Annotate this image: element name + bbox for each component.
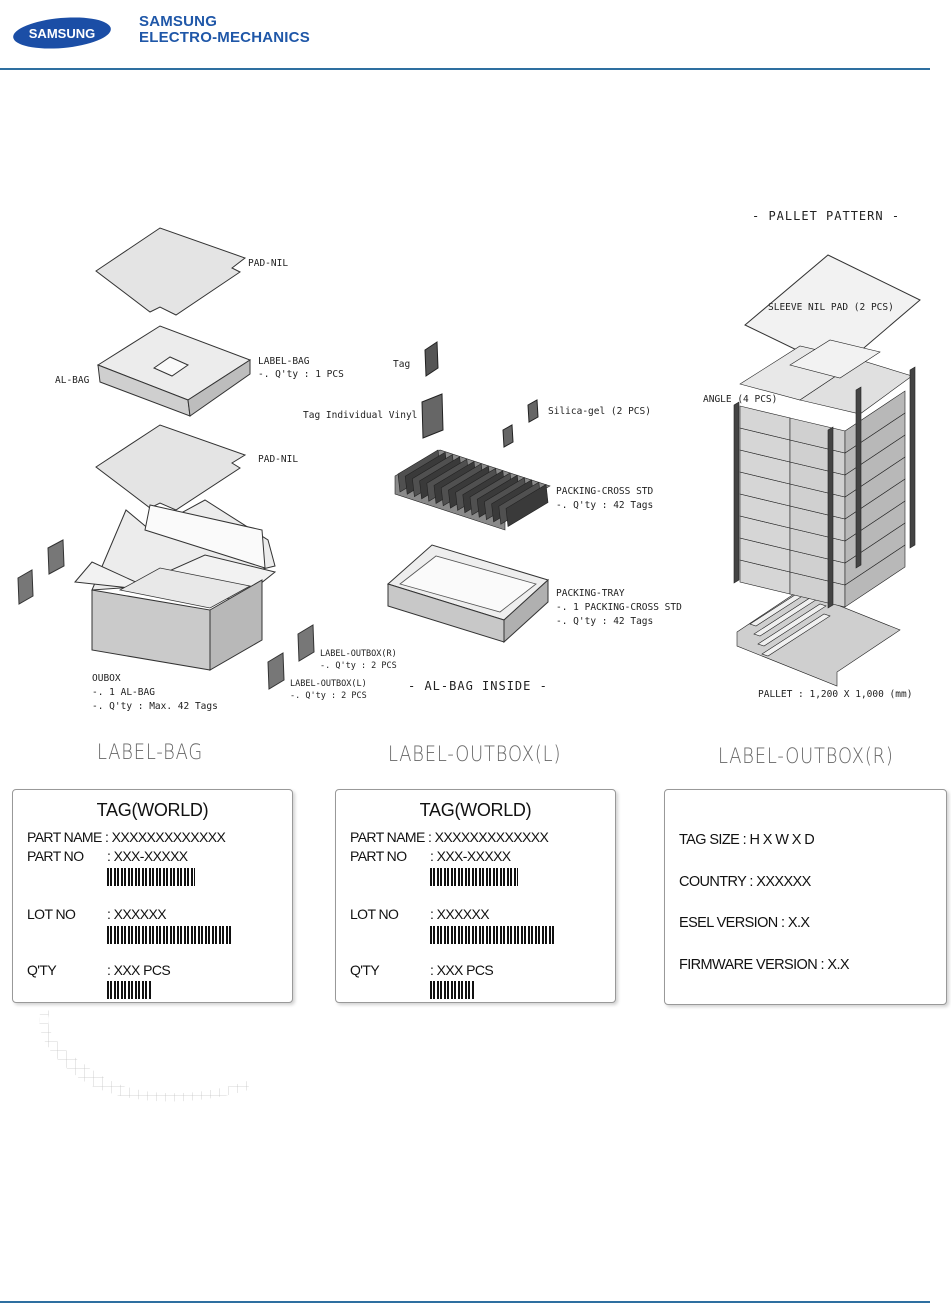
lot-no-row: LOT NO : XXXXXX: [350, 906, 490, 922]
label-packing-tray-line2: -. Q'ty : 42 Tags: [556, 616, 653, 627]
qty-value: : XXX PCS: [107, 962, 171, 978]
qty-row: Q'TY : XXX PCS: [27, 962, 171, 978]
label-outbox-l-qty: -. Q'ty : 2 PCS: [290, 691, 367, 701]
footer-rule: [0, 1301, 930, 1303]
lot-no-value: : XXXXXX: [107, 906, 167, 922]
part-no-row: PART NO : XXX-XXXXX: [350, 848, 511, 864]
label-label-bag-qty: -. Q'ty : 1 PCS: [258, 369, 344, 380]
qty-barcode: [107, 981, 151, 999]
silica-gel-1: [527, 399, 539, 423]
card-heading: TAG(WORLD): [96, 800, 209, 820]
al-bag-illustration: [96, 325, 252, 417]
packing-tray-illustration: [387, 544, 549, 644]
label-packing-cross: PACKING-CROSS STD: [556, 486, 654, 497]
part-no-barcode: [107, 868, 195, 886]
lot-no-barcode: [430, 926, 556, 944]
part-name-row: PART NAME : XXXXXXXXXXXXX: [27, 829, 226, 845]
label-angle: ANGLE (4 PCS): [703, 394, 777, 405]
label-outbox-l-sticker: [267, 652, 285, 690]
label-oubox: OUBOX: [92, 673, 121, 684]
angle-post: [909, 366, 916, 549]
qty-row: Q'TY : XXX PCS: [350, 962, 494, 978]
part-no-value: : XXX-XXXXX: [430, 848, 511, 864]
label-al-bag: AL-BAG: [55, 375, 90, 386]
logo-text: SAMSUNG: [29, 26, 95, 41]
label-oubox-line1: -. 1 AL-BAG: [92, 687, 155, 698]
qty-label: Q'TY: [27, 962, 57, 978]
country-row: COUNTRY : XXXXXX: [679, 874, 811, 890]
lot-no-barcode: [107, 926, 233, 944]
firmware-version-row: FIRMWARE VERSION : X.X: [679, 957, 850, 973]
label-bag-title: LABEL-BAG: [97, 740, 204, 764]
label-outbox-r-qty: -. Q'ty : 2 PCS: [320, 661, 397, 671]
silica-gel-2: [502, 424, 514, 448]
label-silica-gel: Silica-gel (2 PCS): [548, 406, 651, 417]
label-tag: Tag: [393, 359, 410, 370]
label-bag-card: TAG(WORLD) PART NAME : XXXXXXXXXXXXX PAR…: [12, 789, 293, 1003]
packing-cross-fin: [505, 484, 549, 527]
brand-line-1: SAMSUNG: [139, 13, 218, 30]
part-name-row: PART NAME : XXXXXXXXXXXXX: [350, 829, 549, 845]
brand-line-2: ELECTRO-MECHANICS: [139, 29, 310, 46]
watermark-swoosh: [39, 1010, 250, 1102]
header-rule: [0, 68, 930, 70]
card-heading: TAG(WORLD): [419, 800, 532, 820]
qty-label: Q'TY: [350, 962, 380, 978]
label-sleeve: SLEEVE NIL PAD (2 PCS): [768, 302, 894, 313]
pallet-base: [736, 589, 901, 687]
label-oubox-line2: -. Q'ty : Max. 42 Tags: [92, 701, 218, 712]
box-top-3: [789, 339, 881, 379]
pallet-pattern-title: - PALLET PATTERN -: [752, 209, 900, 223]
pad-nil-bottom-illustration: [95, 424, 247, 511]
part-no-value: : XXX-XXXXX: [107, 848, 188, 864]
label-outbox-l-card: TAG(WORLD) PART NAME : XXXXXXXXXXXXX PAR…: [335, 789, 616, 1003]
pallet-illustration: [733, 254, 921, 687]
part-no-label: PART NO: [350, 848, 407, 864]
label-packing-tray: PACKING-TRAY: [556, 588, 625, 599]
pallet-slat: [761, 613, 831, 657]
qty-value: : XXX PCS: [430, 962, 494, 978]
label-pallet: PALLET : 1,200 X 1,000 (mm): [758, 689, 912, 700]
label-outbox-r: LABEL-OUTBOX(R): [320, 649, 397, 659]
lot-no-value: : XXXXXX: [430, 906, 490, 922]
label-outbox-r-sticker: [297, 624, 315, 662]
lot-no-row: LOT NO : XXXXXX: [27, 906, 167, 922]
brand-name: SAMSUNG ELECTRO-MECHANICS: [139, 14, 310, 46]
samsung-logo: SAMSUNG: [13, 17, 111, 49]
angle-post: [733, 401, 740, 584]
esel-version-row: ESEL VERSION : X.X: [679, 915, 810, 931]
angle-post: [855, 386, 862, 569]
label-tag-vinyl: Tag Individual Vinyl: [303, 410, 417, 421]
label-outbox-r-card: TAG SIZE : H X W X D COUNTRY : XXXXXX ES…: [664, 789, 947, 1005]
label-outbox-l: LABEL-OUTBOX(L): [290, 679, 367, 689]
part-no-barcode: [430, 868, 518, 886]
part-no-row: PART NO : XXX-XXXXX: [27, 848, 188, 864]
label-label-bag: LABEL-BAG: [258, 356, 310, 367]
lot-no-label: LOT NO: [27, 906, 76, 922]
label-pad-nil-top: PAD-NIL: [248, 258, 288, 269]
label-outbox-r-title: LABEL-OUTBOX(R): [718, 744, 894, 768]
label-outbox-l-title: LABEL-OUTBOX(L): [388, 742, 562, 766]
label-packing-cross-qty: -. Q'ty : 42 Tags: [556, 500, 653, 511]
outbox-illustration: [17, 499, 277, 671]
packing-cross-illustration: [394, 449, 551, 531]
pallet-slat: [757, 603, 827, 647]
tag-illustration: [424, 341, 439, 377]
tag-size-row: TAG SIZE : H X W X D: [679, 832, 815, 848]
part-no-label: PART NO: [27, 848, 84, 864]
packing-diagram: PAD-NIL AL-BAG LABEL-BAG -. Q'ty : 1 PCS…: [17, 209, 921, 712]
al-bag-inside-title: - AL-BAG INSIDE -: [408, 679, 548, 693]
angle-post: [827, 426, 834, 609]
qty-barcode: [430, 981, 474, 999]
label-packing-tray-line1: -. 1 PACKING-CROSS STD: [556, 602, 682, 613]
pad-nil-top-illustration: [95, 227, 247, 316]
tag-vinyl-illustration: [421, 393, 444, 439]
label-pad-nil-bottom: PAD-NIL: [258, 454, 298, 465]
lot-no-label: LOT NO: [350, 906, 399, 922]
